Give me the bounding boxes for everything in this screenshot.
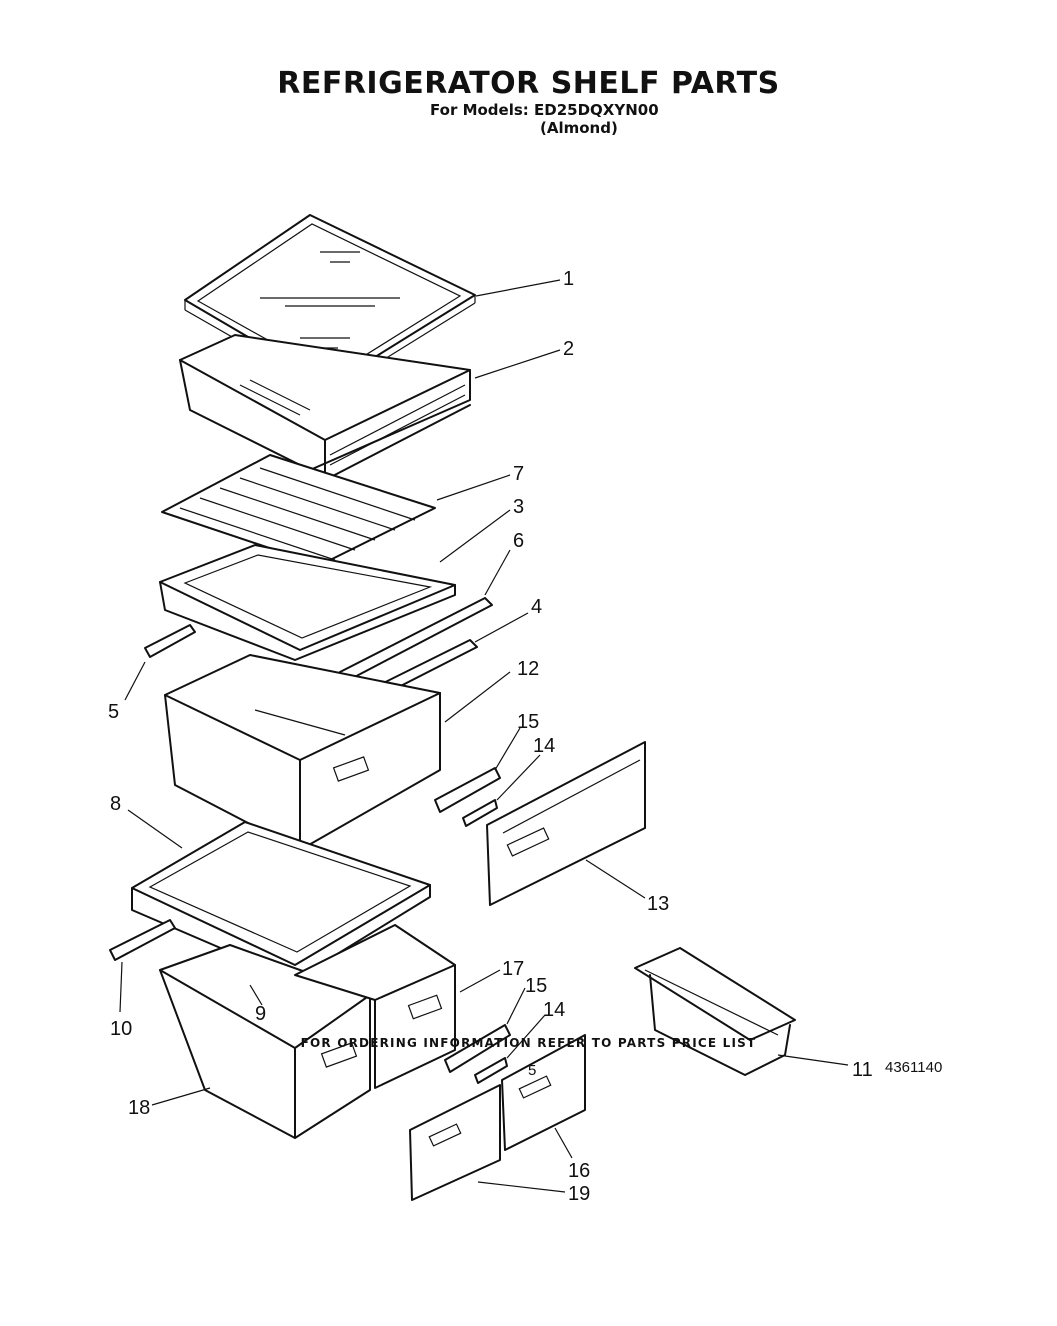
callout-3: 3 [513, 496, 524, 518]
callout-1: 1 [563, 268, 574, 290]
callout-labels: 1 2 7 3 6 4 5 12 15 14 8 13 17 15 14 10 … [108, 268, 873, 1205]
callout-13: 13 [647, 893, 669, 915]
callout-11: 11 [852, 1059, 873, 1081]
part-crisper-cover [161, 454, 436, 566]
callout-18: 18 [128, 1097, 150, 1119]
part-lower-trim [444, 1024, 511, 1084]
callout-4: 4 [531, 596, 542, 618]
callout-16: 16 [568, 1160, 590, 1182]
part-bin [634, 947, 796, 1076]
callout-14b: 14 [543, 999, 565, 1021]
part-lower-left-rail [109, 919, 176, 961]
callout-14: 14 [533, 735, 555, 757]
leader-lines [119, 279, 849, 1193]
callout-15b: 15 [525, 975, 547, 997]
part-upper-drawer [164, 654, 441, 851]
part-right-lower-drawer [294, 924, 456, 1089]
page-number: 5 [528, 1062, 537, 1079]
callout-9: 9 [255, 1003, 266, 1025]
color-variant: (Almond) [540, 119, 618, 137]
part-upper-trim [434, 767, 501, 827]
callout-7: 7 [513, 463, 524, 485]
ordering-note: FOR ORDERING INFORMATION REFER TO PARTS … [300, 1036, 757, 1050]
callout-10: 10 [110, 1018, 132, 1040]
part-right-drawer-front [501, 1034, 586, 1151]
part-left-drawer-front [409, 1084, 501, 1201]
part-left-rail [144, 624, 196, 658]
callout-5: 5 [108, 701, 119, 723]
page-title: REFRIGERATOR SHELF PARTS [277, 66, 780, 101]
callout-15: 15 [517, 711, 539, 733]
part-upper-drawer-front [486, 741, 646, 906]
document-number: 4361140 [885, 1059, 943, 1076]
callout-8: 8 [110, 793, 121, 815]
callout-2: 2 [563, 338, 574, 360]
callout-6: 6 [513, 530, 524, 552]
part-shelf-frame [179, 334, 471, 481]
callout-17: 17 [502, 958, 524, 980]
callout-12: 12 [517, 658, 539, 680]
model-number: For Models: ED25DQXYN00 [430, 101, 659, 119]
callout-19: 19 [568, 1183, 590, 1205]
part-drawer-frame [159, 544, 456, 661]
